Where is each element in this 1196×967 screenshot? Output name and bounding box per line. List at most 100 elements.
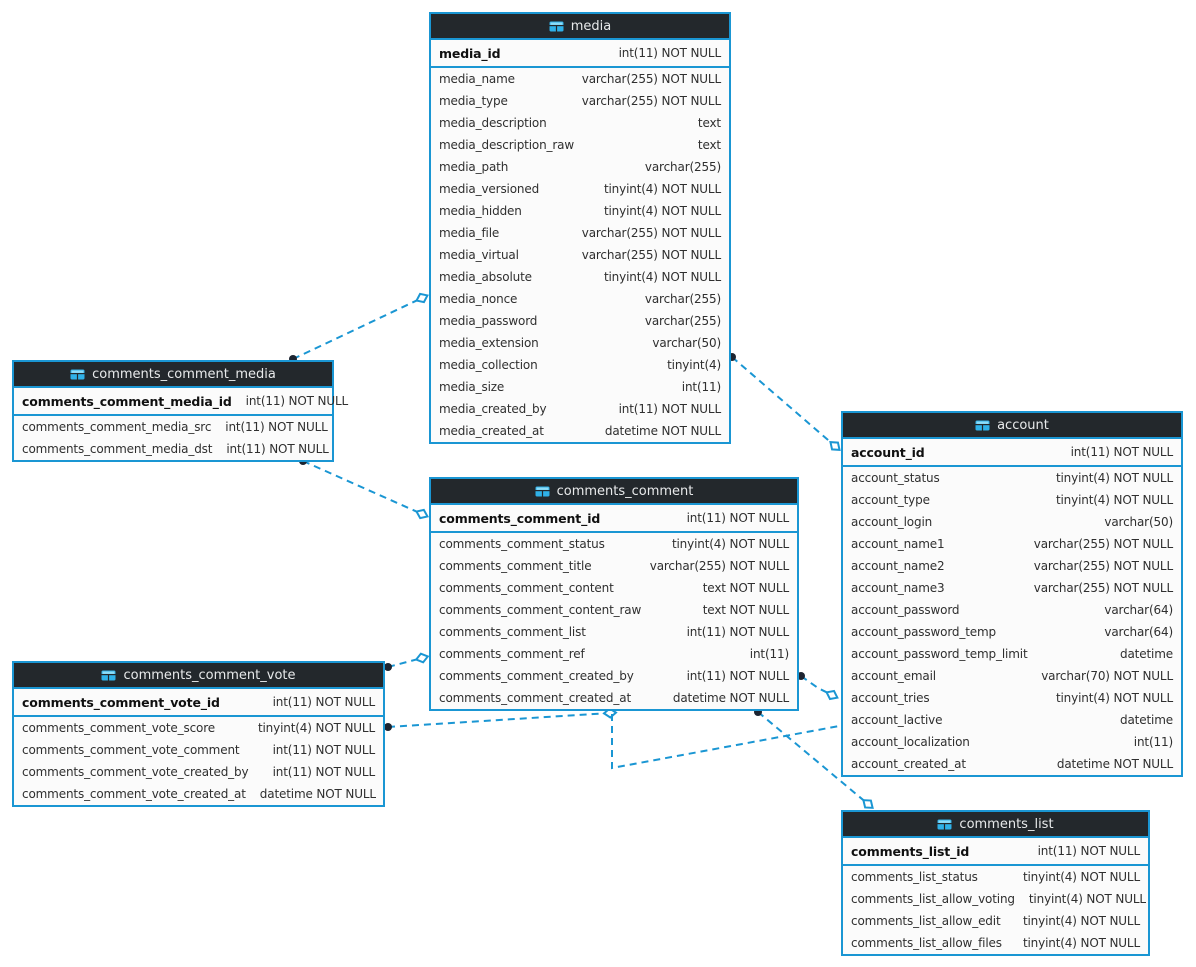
- column-name: comments_comment_id: [439, 510, 601, 526]
- column-type: tinyint(4) NOT NULL: [257, 721, 375, 735]
- column-name: comments_comment_title: [439, 559, 592, 573]
- table-comments-comment-vote[interactable]: comments_comment_vote comments_comment_v…: [12, 661, 385, 807]
- relationship-line[interactable]: [387, 712, 611, 728]
- column-name: comments_comment_content: [439, 581, 614, 595]
- column-type: tinyint(4) NOT NULL: [1055, 471, 1173, 485]
- column-name: media_description_raw: [439, 138, 575, 152]
- table-comments-comment[interactable]: comments_comment comments_comment_id int…: [429, 477, 799, 711]
- table-account[interactable]: account account_id int(11) NOT NULL acco…: [841, 411, 1183, 777]
- column-name: comments_comment_status: [439, 537, 605, 551]
- table-header[interactable]: comments_comment_media: [14, 362, 332, 388]
- column-name: media_file: [439, 226, 500, 240]
- column-type: int(11) NOT NULL: [1037, 844, 1141, 858]
- column-name: comments_comment_media_id: [22, 393, 232, 409]
- column-type: text NOT NULL: [702, 603, 789, 617]
- primary-key-row[interactable]: comments_comment_media_id int(11) NOT NU…: [14, 388, 348, 416]
- primary-key-row[interactable]: comments_comment_vote_id int(11) NOT NUL…: [14, 689, 383, 717]
- table-header[interactable]: media: [431, 14, 729, 40]
- table-header[interactable]: comments_comment: [431, 479, 797, 505]
- table-title: comments_list: [959, 816, 1054, 832]
- table-comments-comment-media[interactable]: comments_comment_media comments_comment_…: [12, 360, 348, 462]
- table-comments-list[interactable]: comments_list comments_list_id int(11) N…: [841, 810, 1150, 956]
- table-row[interactable]: account_status tinyint(4) NOT NULL: [843, 467, 1181, 489]
- column-name: account_password_temp: [851, 625, 997, 639]
- relationship-diamond-end: [414, 508, 430, 520]
- column-type: varchar(255) NOT NULL: [1033, 581, 1173, 595]
- column-type: int(11) NOT NULL: [1070, 445, 1174, 459]
- primary-key-row[interactable]: account_id int(11) NOT NULL: [843, 439, 1181, 467]
- column-name: comments_comment_list: [439, 625, 586, 639]
- relationship-diamond-end: [825, 689, 839, 701]
- table-icon: [535, 486, 550, 497]
- relationship-line[interactable]: [387, 657, 423, 668]
- table-header[interactable]: comments_comment_vote: [14, 663, 383, 689]
- primary-key-row[interactable]: comments_comment_id int(11) NOT NULL: [431, 505, 797, 533]
- column-name: comments_list_allow_files: [851, 936, 1002, 950]
- relationship-line[interactable]: [800, 675, 833, 696]
- relationship-line[interactable]: [292, 297, 423, 360]
- column-name: media_id: [439, 45, 501, 61]
- column-name: account_status: [851, 471, 940, 485]
- column-type: tinyint(4) NOT NULL: [1022, 870, 1140, 884]
- table-media[interactable]: media media_id int(11) NOT NULL media_na…: [429, 12, 731, 444]
- table-row[interactable]: comments_list_allow_files tinyint(4) NOT …: [843, 932, 1148, 954]
- column-type: tinyint(4) NOT NULL: [1022, 936, 1140, 950]
- relationship-line[interactable]: [731, 356, 836, 447]
- column-name: account_login: [851, 515, 933, 529]
- primary-key-row[interactable]: media_id int(11) NOT NULL: [431, 40, 729, 68]
- relationship-line[interactable]: [302, 460, 423, 515]
- table-header[interactable]: comments_list: [843, 812, 1148, 838]
- table-header[interactable]: account: [843, 413, 1181, 439]
- column-type: datetime NOT NULL: [259, 787, 376, 801]
- relationship-diamond-end: [414, 652, 430, 664]
- primary-key-row[interactable]: comments_list_id int(11) NOT NULL: [843, 838, 1148, 866]
